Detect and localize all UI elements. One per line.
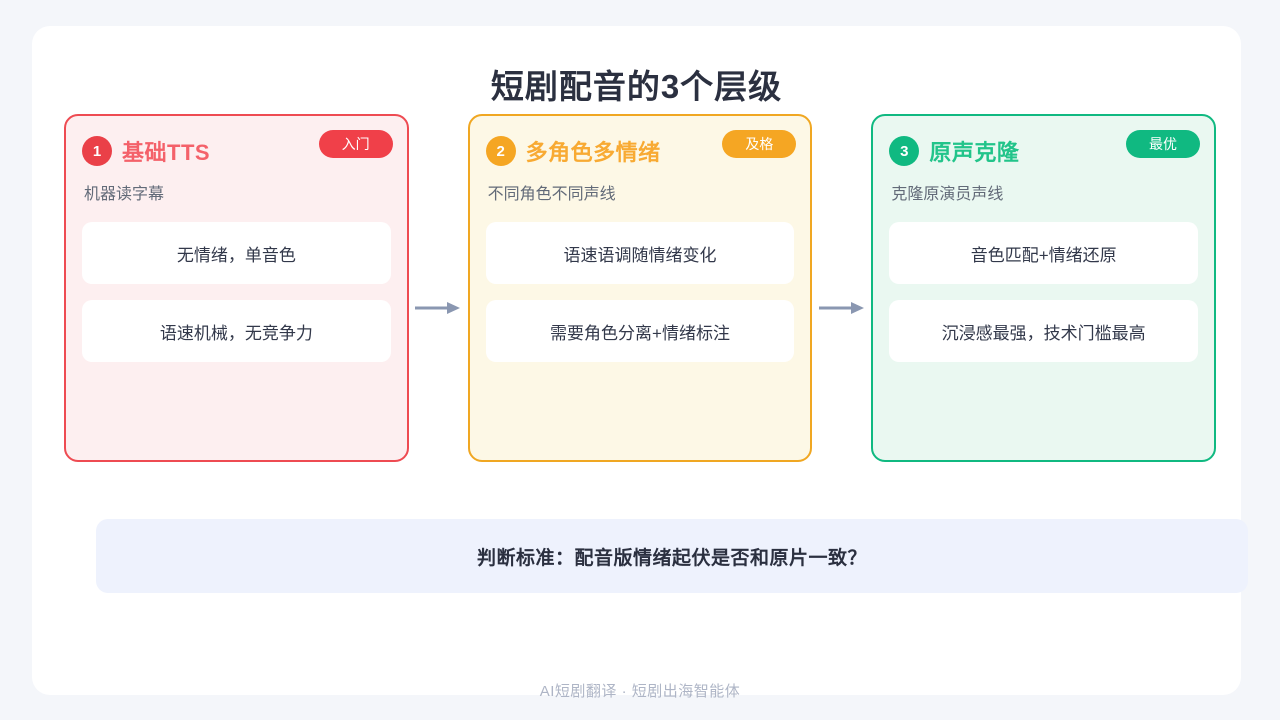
level-feature-2-1: 语速语调随情绪变化 — [485, 222, 795, 284]
level-title-1: 基础TTS — [122, 140, 211, 165]
levels-row: 入门 1 基础TTS 机器读字幕 无情绪，单音色 语速机械，无竞争力 及格 — [64, 114, 1217, 464]
level-number-badge-1: 1 — [82, 136, 112, 166]
brand-footer: AI短剧翻译 · 短剧出海智能体 — [539, 683, 741, 700]
arrow-connector-1 — [409, 114, 468, 462]
criteria-banner: 判断标准：配音版情绪起伏是否和原片一致？ — [96, 519, 1248, 593]
level-subtitle-1: 机器读字幕 — [84, 186, 165, 203]
level-tag-1: 入门 — [318, 130, 393, 158]
level-header-3: 3 原声克隆 — [889, 134, 1198, 168]
level-feature-2-2: 需要角色分离+情绪标注 — [485, 300, 795, 362]
level-subtitle-3: 克隆原演员声线 — [891, 186, 1004, 203]
level-card-2[interactable]: 及格 2 多角色多情绪 不同角色不同声线 语速语调随情绪变化 需要角色分离+情绪… — [467, 114, 813, 462]
level-feature-1-1: 无情绪，单音色 — [82, 222, 391, 284]
arrow-right-icon — [415, 302, 461, 314]
arrow-connector-2 — [812, 114, 871, 462]
level-header-2: 2 多角色多情绪 — [485, 134, 795, 168]
level-card-1[interactable]: 入门 1 基础TTS 机器读字幕 无情绪，单音色 语速机械，无竞争力 — [64, 114, 409, 462]
level-tag-3: 最优 — [1126, 130, 1201, 158]
level-header-1: 1 基础TTS — [82, 134, 391, 168]
level-feature-1-2: 语速机械，无竞争力 — [82, 300, 391, 362]
arrow-right-icon — [818, 302, 864, 314]
level-title-2: 多角色多情绪 — [525, 140, 661, 165]
level-feature-3-2: 沉浸感最强，技术门槛最高 — [889, 300, 1199, 362]
level-title-3: 原声克隆 — [929, 140, 1020, 165]
page-title: 短剧配音的3个层级 — [490, 68, 783, 105]
level-number-badge-2: 2 — [485, 136, 516, 166]
level-number-badge-3: 3 — [889, 136, 920, 166]
content-panel: 短剧配音的3个层级 入门 1 基础TTS 机器读字幕 无情绪，单音色 语速机械，… — [32, 26, 1248, 695]
level-subtitle-2: 不同角色不同声线 — [487, 186, 616, 203]
level-tag-2: 及格 — [722, 130, 797, 158]
level-feature-3-1: 音色匹配+情绪还原 — [889, 222, 1199, 284]
level-card-3[interactable]: 最优 3 原声克隆 克隆原演员声线 音色匹配+情绪还原 沉浸感最强，技术门槛最高 — [871, 114, 1217, 462]
